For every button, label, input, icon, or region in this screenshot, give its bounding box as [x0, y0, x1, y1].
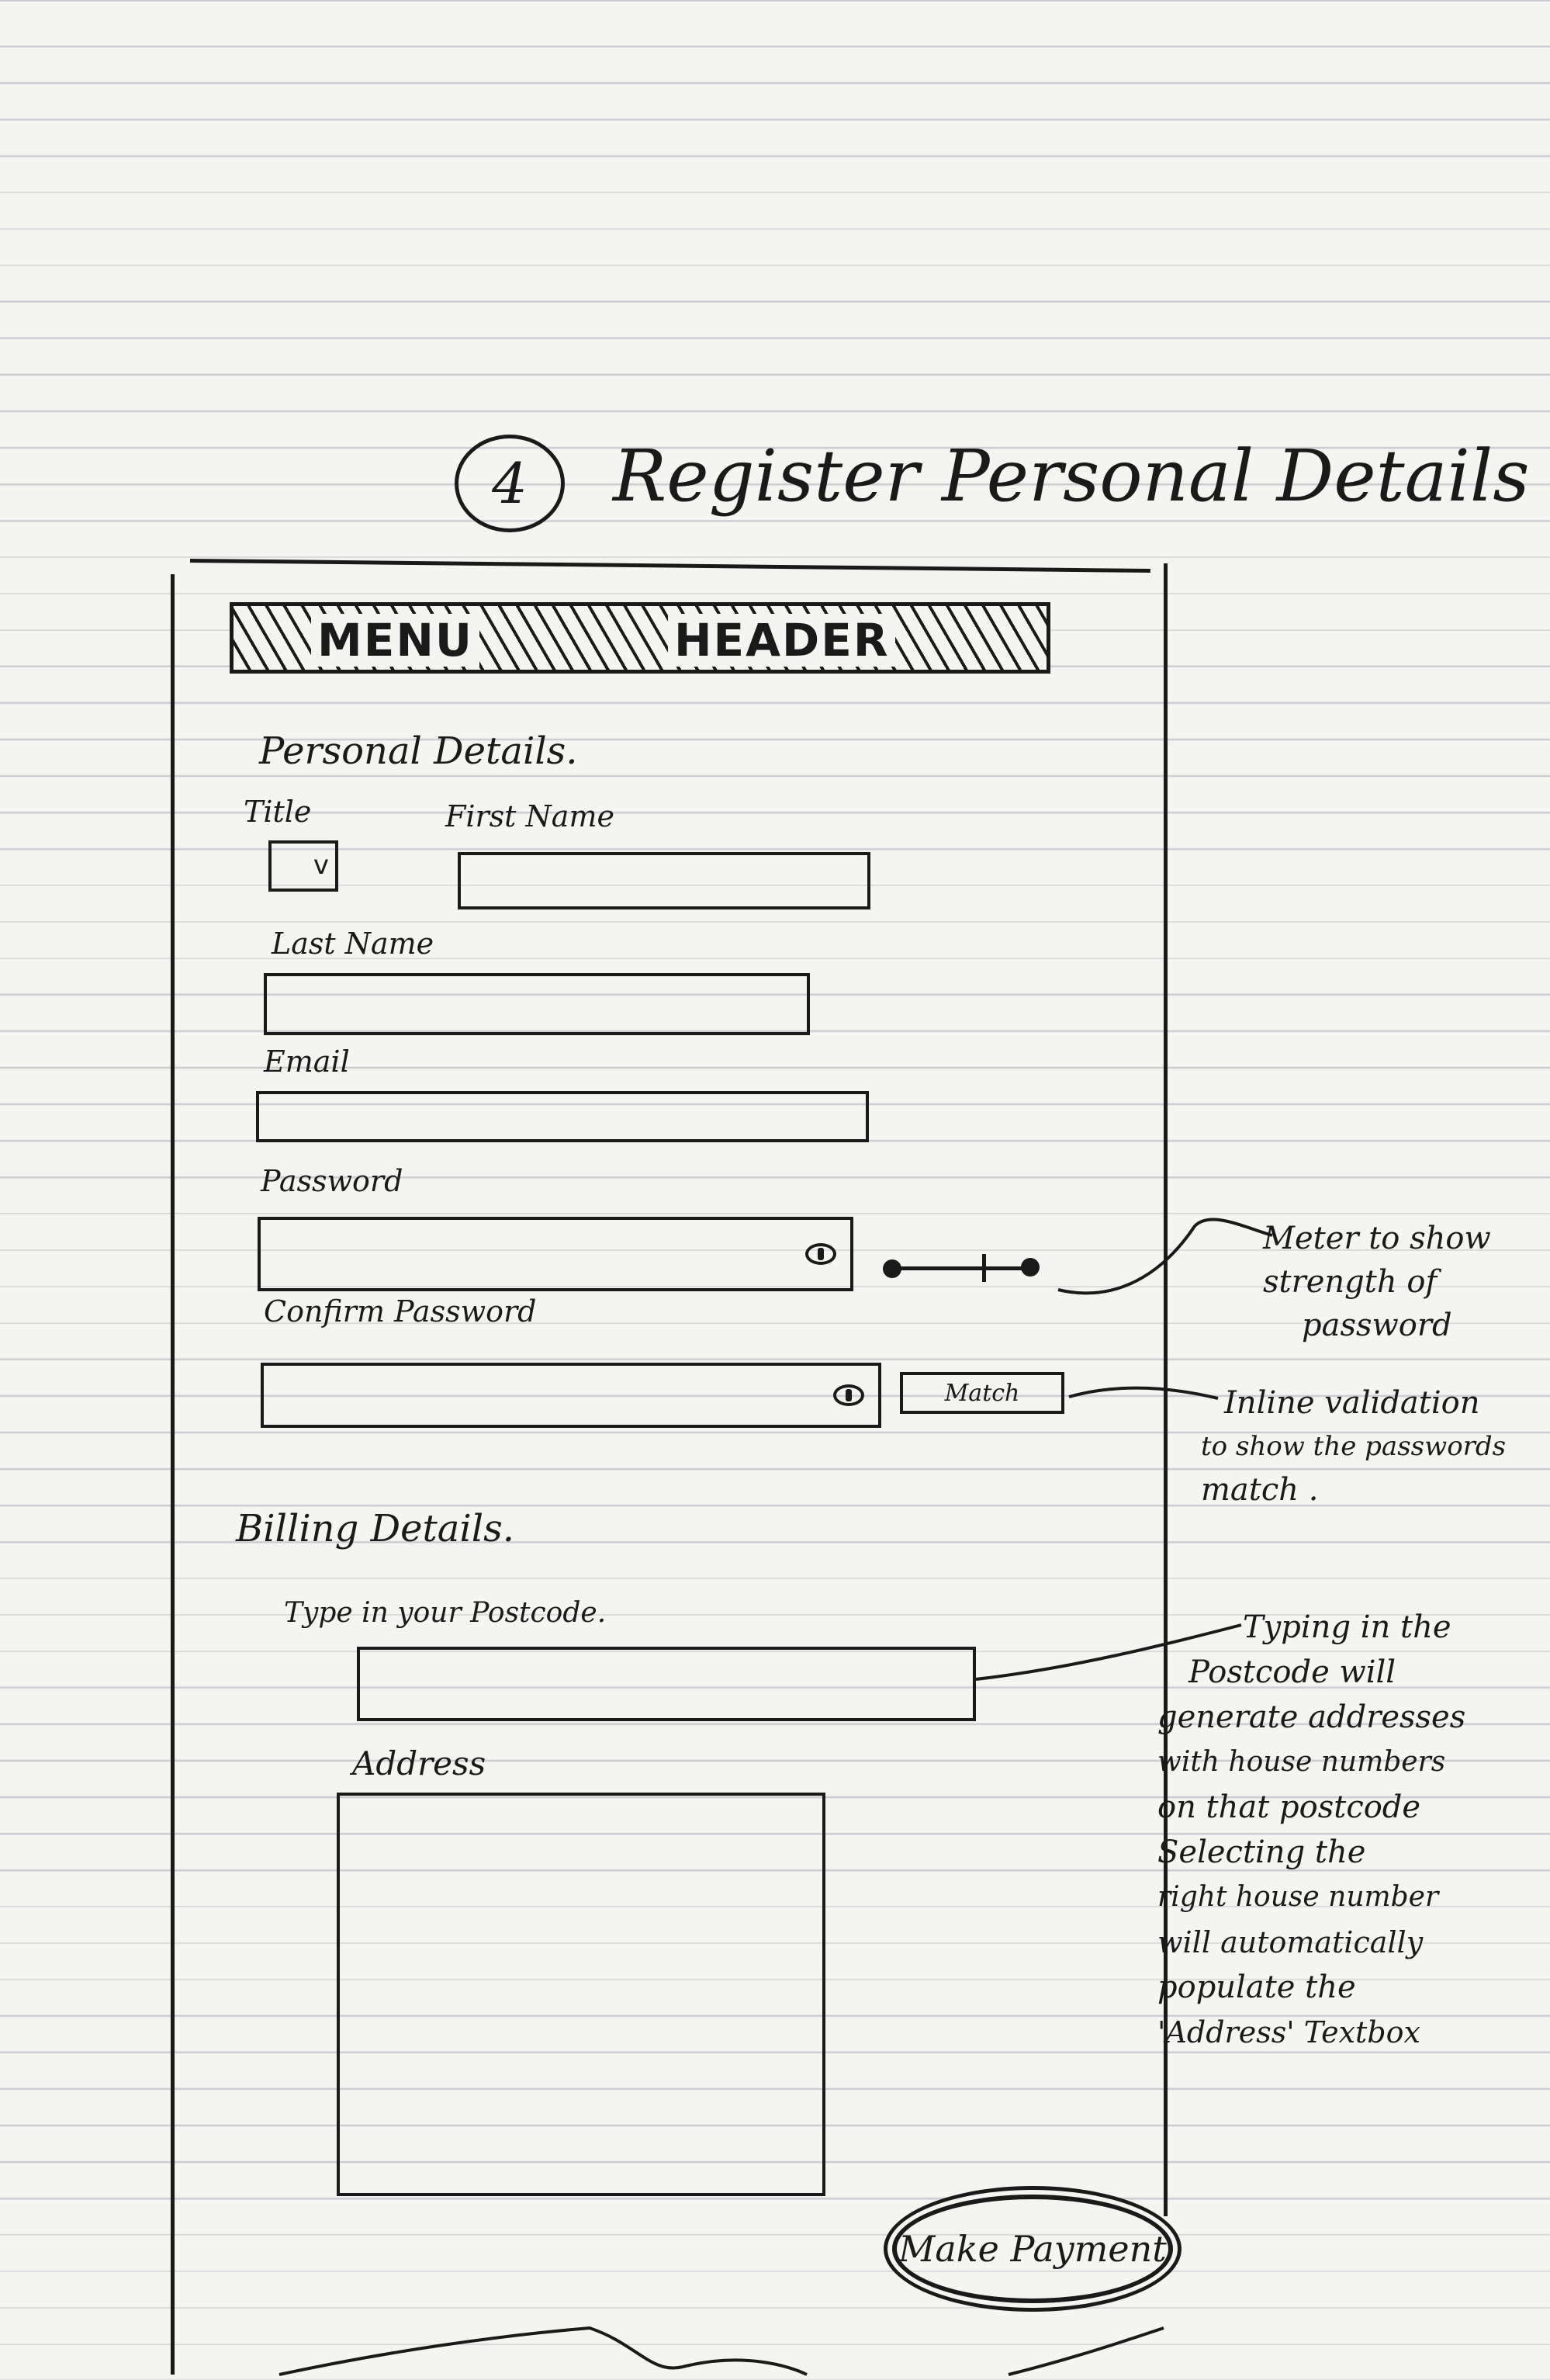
postcode-annotation-line — [975, 1623, 1242, 1681]
billing-details-heading: Billing Details. — [236, 1507, 514, 1550]
chevron-down-icon: v — [313, 850, 329, 881]
annotation-line: Meter to show — [1263, 1221, 1491, 1256]
annotation-line: password — [1302, 1308, 1452, 1343]
password-input[interactable] — [258, 1217, 853, 1291]
address-label: Address — [352, 1744, 486, 1782]
meter-annotation: Meter to show strength of password — [1263, 1217, 1491, 1347]
annotation-line: will automatically — [1157, 1925, 1424, 1959]
annotation-line: right house number — [1157, 1881, 1439, 1913]
page-title: Register Personal Details . — [613, 435, 1550, 518]
meter-annotation-line — [1057, 1218, 1273, 1295]
personal-details-heading: Personal Details. — [259, 729, 578, 773]
annotation-line: strength of — [1263, 1264, 1438, 1300]
email-label: Email — [264, 1044, 350, 1079]
annotation-line: 'Address' Textbox — [1157, 2015, 1420, 2049]
annotation-line: Inline validation — [1224, 1385, 1480, 1421]
annotation-line: match . — [1201, 1472, 1319, 1508]
match-annotation-line — [1068, 1386, 1219, 1400]
menu-label[interactable]: MENU — [311, 614, 479, 667]
step-number: 4 — [492, 451, 528, 516]
postcode-label: Type in your Postcode. — [284, 1597, 607, 1629]
meter-tick — [982, 1254, 986, 1282]
annotation-line: populate the — [1157, 1969, 1356, 2005]
annotation-line: to show the passwords — [1201, 1431, 1507, 1462]
password-match-indicator: Match — [900, 1372, 1064, 1414]
annotation-line: Selecting the — [1157, 1834, 1366, 1870]
title-label: Title — [244, 795, 312, 829]
first-name-label: First Name — [445, 799, 614, 833]
email-input[interactable] — [256, 1091, 869, 1142]
annotation-line: on that postcode — [1157, 1789, 1421, 1825]
eye-icon[interactable] — [833, 1384, 864, 1406]
address-textbox[interactable] — [337, 1793, 825, 2196]
last-name-label: Last Name — [272, 927, 434, 961]
step-number-badge: 4 — [455, 435, 565, 532]
make-payment-button[interactable]: Make Payment — [892, 2195, 1173, 2303]
frame-left-border — [171, 574, 175, 2375]
annotation-line: Typing in the — [1243, 1609, 1451, 1645]
meter-end-dot — [1021, 1258, 1040, 1277]
password-strength-meter — [892, 1266, 1030, 1270]
postcode-annotation: Typing in the Postcode will generate add… — [1157, 1605, 1465, 2055]
annotation-line: generate addresses — [1157, 1699, 1466, 1735]
title-select[interactable]: v — [268, 840, 338, 892]
password-label: Password — [261, 1164, 403, 1198]
header-label: HEADER — [668, 614, 896, 667]
menu-header-bar[interactable]: MENU HEADER — [230, 602, 1050, 674]
first-name-input[interactable] — [458, 852, 870, 909]
confirm-password-input[interactable] — [261, 1363, 881, 1428]
bottom-scribble — [279, 2326, 1164, 2376]
last-name-input[interactable] — [264, 973, 810, 1035]
annotation-line: Postcode will — [1188, 1654, 1396, 1690]
eye-icon[interactable] — [805, 1243, 836, 1265]
annotation-line: with house numbers — [1157, 1746, 1446, 1778]
confirm-password-label: Confirm Password — [264, 1294, 537, 1329]
postcode-input[interactable] — [357, 1647, 976, 1721]
meter-start-dot — [883, 1259, 901, 1278]
match-annotation: Inline validation to show the passwords … — [1201, 1381, 1506, 1512]
